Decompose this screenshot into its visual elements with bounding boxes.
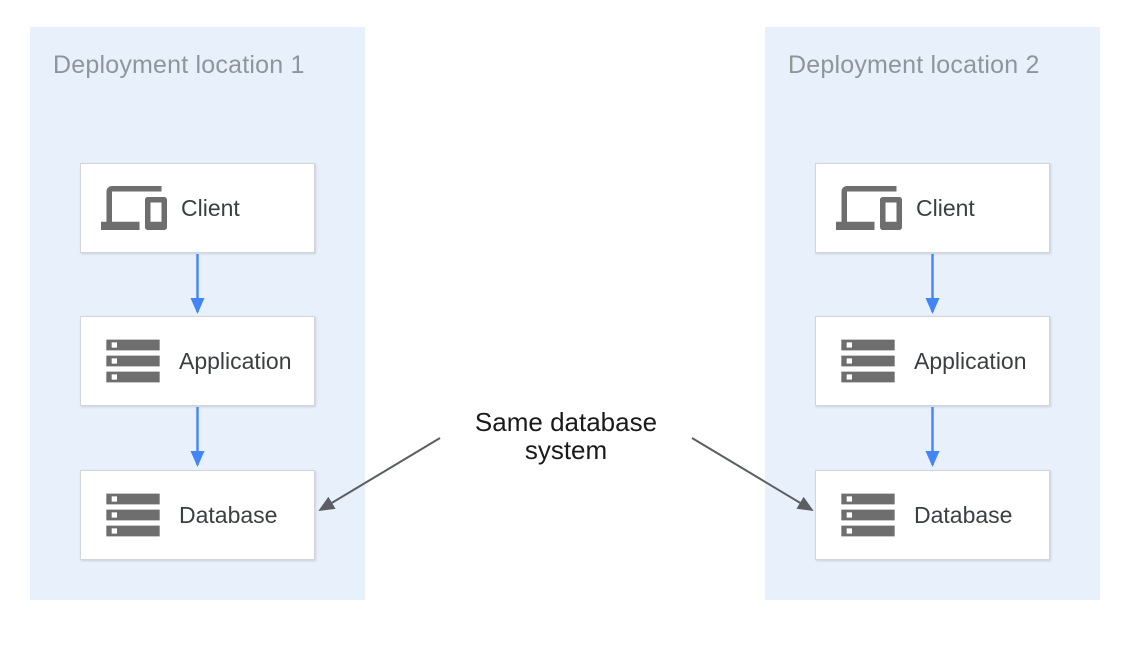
application-node: Application — [80, 316, 315, 406]
node-label: Database — [914, 501, 1013, 528]
deployment-panel-2: Deployment location 2 Client Application — [765, 27, 1100, 600]
database-node: Database — [80, 470, 315, 560]
panel-title: Deployment location 2 — [788, 51, 1040, 79]
node-label: Database — [179, 501, 278, 528]
storage-icon — [836, 329, 900, 393]
panel-title: Deployment location 1 — [53, 51, 305, 79]
client-node: Client — [80, 163, 315, 253]
node-label: Application — [179, 347, 292, 374]
devices-icon — [101, 175, 167, 241]
storage-icon — [101, 483, 165, 547]
annotation-label: Same database system — [474, 407, 658, 465]
database-node: Database — [815, 470, 1050, 560]
storage-icon — [836, 483, 900, 547]
devices-icon — [836, 175, 902, 241]
storage-icon — [101, 329, 165, 393]
node-label: Client — [181, 194, 240, 221]
node-label: Application — [914, 347, 1027, 374]
client-node: Client — [815, 163, 1050, 253]
application-node: Application — [815, 316, 1050, 406]
deployment-panel-1: Deployment location 1 Client Application — [30, 27, 365, 600]
node-label: Client — [916, 194, 975, 221]
